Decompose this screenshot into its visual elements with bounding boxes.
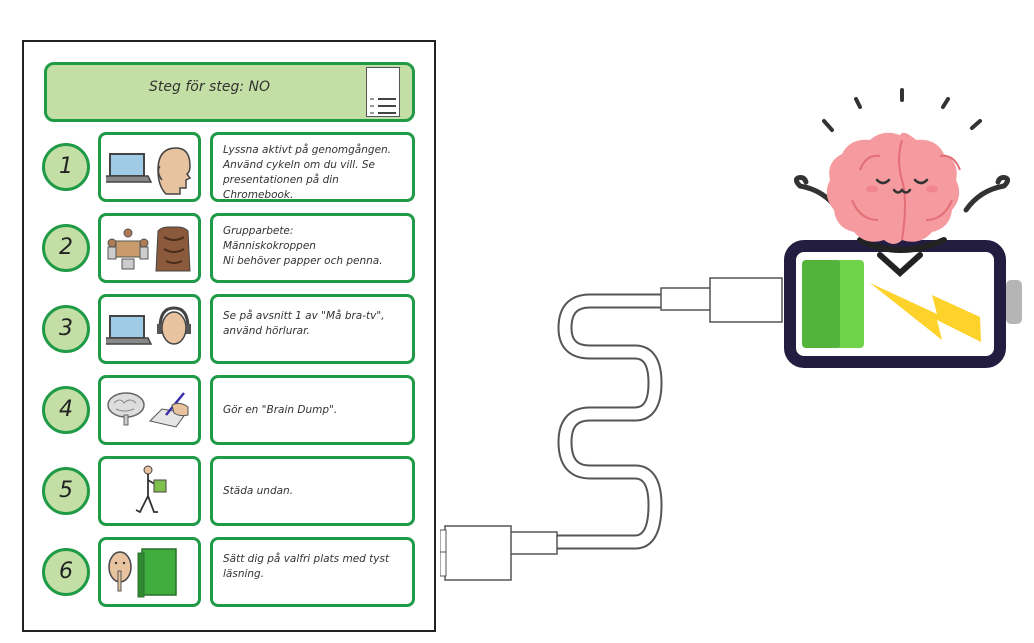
step-text: Se på avsnitt 1 av "Må bra-tv", använd h… — [210, 294, 415, 364]
step-row: 3 Se på avsnitt 1 av "Må bra-tv", använd… — [42, 294, 417, 364]
lightning-bolt-icon — [870, 283, 981, 342]
step-row: 2 Grupparbete: Människok — [42, 213, 417, 283]
step-pictogram — [98, 213, 201, 283]
step-text-content: Städa undan. — [223, 484, 294, 497]
human-body-icon — [155, 226, 191, 272]
step-pictogram — [98, 456, 201, 526]
headphones-icon — [157, 306, 191, 345]
brain-icon — [107, 392, 145, 426]
sheet-title: Steg för steg: NO — [149, 79, 270, 95]
step-text: Sätt dig på valfri plats med tyst läsnin… — [210, 537, 415, 607]
step-by-step-sheet: Steg för steg: NO 1 Lyssna aktivt på gen… — [22, 40, 436, 632]
checklist-document-icon — [366, 67, 400, 117]
step-text-content: Sätt dig på valfri plats med tyst läsnin… — [223, 553, 390, 580]
usb-cable-icon — [440, 277, 783, 581]
step-text: Gör en "Brain Dump". — [210, 375, 415, 445]
sheet-header: Steg för steg: NO — [44, 62, 415, 122]
step-text-content: Se på avsnitt 1 av "Må bra-tv", använd h… — [223, 310, 385, 337]
step-pictogram — [98, 537, 201, 607]
step-text: Städa undan. — [210, 456, 415, 526]
step-row: 5 Städa undan. — [42, 456, 417, 526]
step-text: Grupparbete: Människokroppen Ni behöver … — [210, 213, 415, 283]
battery-icon — [784, 240, 1022, 368]
laptop-icon — [106, 153, 153, 183]
laptop-icon — [106, 315, 153, 345]
step-number: 5 — [42, 467, 90, 515]
charging-brain-illustration — [440, 88, 1022, 581]
step-pictogram — [98, 375, 201, 445]
step-text-line: Ni behöver papper och penna. — [223, 255, 383, 267]
step-row: 4 Gör en "Brain Dump". — [42, 375, 417, 445]
step-number: 4 — [42, 386, 90, 434]
step-text-line: Människokroppen — [223, 240, 316, 252]
step-pictogram — [98, 294, 201, 364]
step-number: 6 — [42, 548, 90, 596]
writing-hand-icon — [149, 392, 189, 428]
green-book-icon — [137, 548, 177, 598]
step-number: 3 — [42, 305, 90, 353]
shush-face-icon — [108, 551, 132, 592]
step-number: 1 — [42, 143, 90, 191]
step-text: Lyssna aktivt på genomgången. Använd cyk… — [210, 132, 415, 202]
step-text-content: Gör en "Brain Dump". — [223, 403, 338, 416]
listening-head-icon — [157, 147, 192, 195]
meditating-brain-icon — [793, 88, 1011, 278]
step-row: 6 Sätt dig på valfri plats med tyst läsn… — [42, 537, 417, 607]
battery-charge-level — [802, 260, 842, 348]
step-pictogram — [98, 132, 201, 202]
step-text-line: Grupparbete: — [223, 225, 294, 237]
step-number: 2 — [42, 224, 90, 272]
walking-person-carrying-icon — [135, 465, 167, 514]
group-work-icon — [107, 228, 149, 270]
step-row: 1 Lyssna aktivt på genomgången. Använd c… — [42, 132, 417, 202]
